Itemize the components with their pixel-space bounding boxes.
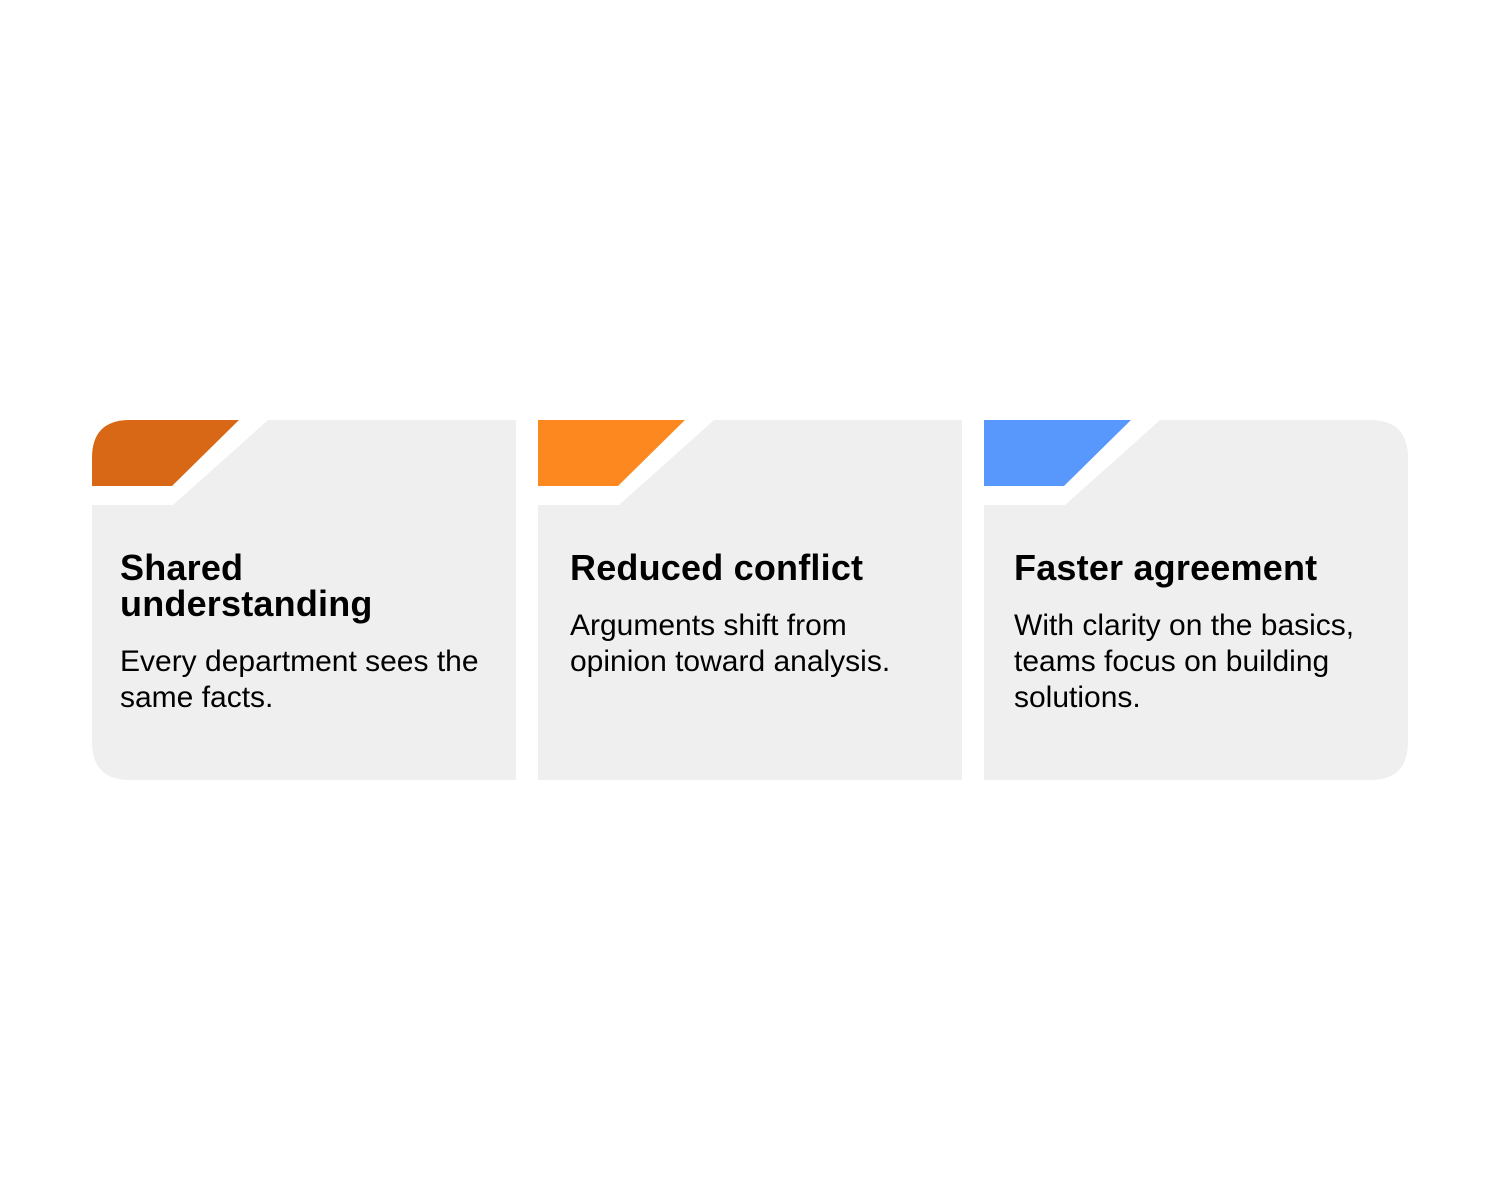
card-reduced-conflict: Reduced conflict Arguments shift from op… (538, 420, 962, 780)
card-title: Shared understanding (120, 547, 373, 624)
benefit-cards: Shared understanding Every department se… (92, 420, 1408, 780)
card-text: Faster agreement With clarity on the bas… (1014, 550, 1389, 716)
card-faster-agreement: Faster agreement With clarity on the bas… (984, 420, 1408, 780)
accent-tab-shape (92, 420, 239, 486)
card-title: Faster agreement (1014, 547, 1318, 588)
card-background (92, 420, 516, 780)
card-description: With clarity on the basics, teams focus … (1014, 609, 1355, 714)
card-title: Reduced conflict (570, 547, 864, 588)
card-description: Arguments shift from opinion toward anal… (570, 609, 891, 678)
card-description: Every department sees the same facts. (120, 645, 479, 714)
card-text: Reduced conflict Arguments shift from op… (570, 550, 945, 680)
card-background (984, 420, 1408, 780)
card-panel (538, 420, 962, 780)
accent-tab-shape (984, 420, 1131, 486)
card-panel (92, 420, 516, 780)
card-text: Shared understanding Every department se… (120, 550, 495, 716)
card-panel (984, 420, 1408, 780)
card-shared-understanding: Shared understanding Every department se… (92, 420, 516, 780)
card-background (538, 420, 962, 780)
accent-tab-shape (538, 420, 685, 486)
